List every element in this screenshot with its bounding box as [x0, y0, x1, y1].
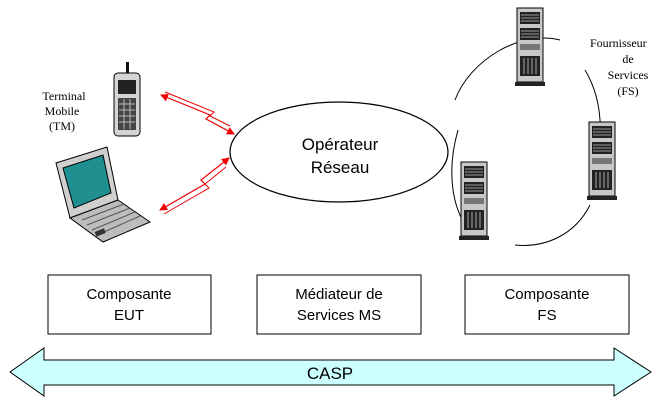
mobile-terminal-label-1: Terminal	[42, 89, 86, 103]
mobile-phone-icon	[113, 62, 141, 137]
service-mediator-label-2: Services MS	[297, 307, 381, 324]
service-provider-label-3: Services	[608, 68, 649, 82]
fs-component-label-2: FS	[537, 307, 556, 324]
service-provider-label-2: de	[622, 52, 633, 66]
casp-label: CASP	[307, 364, 353, 383]
signal-arrows	[159, 91, 235, 215]
server-tower-icon	[514, 7, 546, 87]
mobile-terminal-label-3: (TM)	[49, 119, 75, 133]
eut-component-label-1: Composante	[86, 286, 171, 303]
eut-component-label-2: EUT	[114, 307, 144, 324]
service-provider-label-4: (FS)	[617, 84, 638, 98]
network-operator-label-2: Réseau	[311, 158, 370, 177]
service-mediator-label-1: Médiateur de	[295, 286, 383, 303]
eut-component-box	[47, 274, 212, 335]
service-provider-label-1: Fournisseur	[590, 36, 647, 50]
fs-component-box	[464, 274, 630, 335]
service-provider-ring	[451, 37, 601, 246]
server-tower-icon	[458, 161, 490, 241]
server-tower-icon	[586, 121, 618, 201]
mobile-terminal-label-2: Mobile	[45, 104, 80, 118]
network-operator-ellipse	[229, 101, 449, 203]
fs-component-label-1: Composante	[504, 286, 589, 303]
network-operator-label-1: Opérateur	[302, 135, 379, 154]
casp-double-arrow	[9, 347, 652, 397]
laptop-icon	[55, 146, 152, 243]
service-mediator-box	[256, 274, 422, 335]
